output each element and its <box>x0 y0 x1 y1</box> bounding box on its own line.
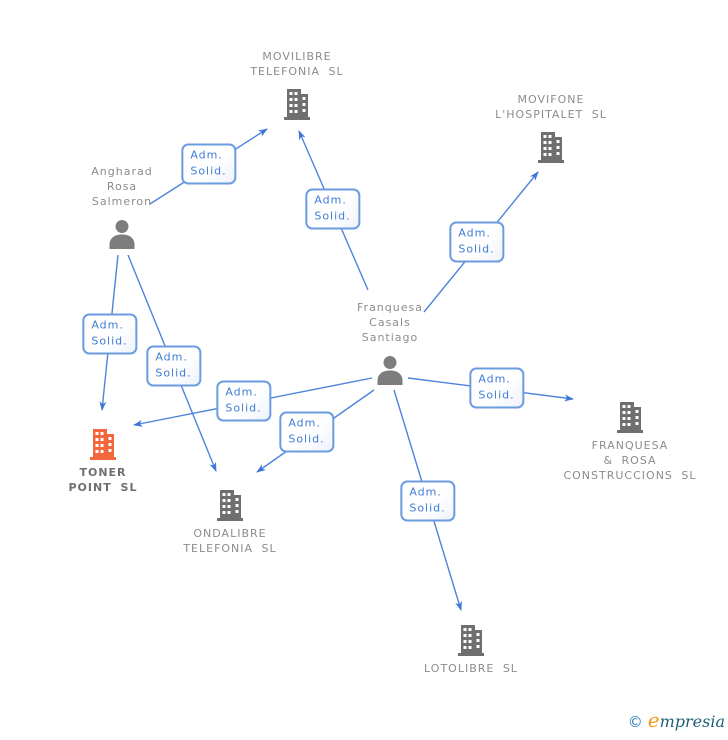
relation-label-line: Adm. <box>190 148 223 162</box>
node-label-line: MOVILIBRE <box>262 49 332 63</box>
relation-label-line: Solid. <box>409 501 446 515</box>
node-toner-point-sl[interactable] <box>89 428 117 460</box>
relation-label-franquesa-casals-santiago-to-movifone-lhospitalet-sl: Adm. Solid. <box>449 221 505 263</box>
building-icon <box>458 624 484 656</box>
node-label-line: Franquesa <box>357 301 423 314</box>
node-label-line: Rosa <box>106 180 138 193</box>
node-label-line: Salmeron <box>91 195 153 208</box>
relation-label-line: Solid. <box>225 401 262 415</box>
node-lotolibre-sl[interactable] <box>457 624 485 656</box>
relation-label-line: Adm. <box>314 193 347 207</box>
node-label-line: MOVIFONE <box>517 92 585 106</box>
relation-label-line: Solid. <box>314 209 351 223</box>
node-label-line: Angharad <box>91 165 153 178</box>
node-label-line: ONDALIBRE <box>193 526 267 540</box>
node-label-line: Santiago <box>361 331 419 344</box>
node-label-line: Casals <box>369 316 411 329</box>
relation-label-line: Adm. <box>409 485 442 499</box>
relation-label-line: Adm. <box>91 318 124 332</box>
node-label-line: FRANQUESA <box>591 438 669 452</box>
person-icon <box>377 356 403 385</box>
relation-label-line: Solid. <box>155 366 192 380</box>
node-label-line: CONSTRUCCIONS SL <box>563 468 697 482</box>
node-franquesa-rosa-construccions-sl[interactable] <box>616 401 644 433</box>
relation-label-line: Adm. <box>288 416 321 430</box>
node-franquesa-casals-santiago[interactable] <box>375 355 405 385</box>
relation-label-line: Solid. <box>190 164 227 178</box>
brand-name: empresia <box>647 708 725 732</box>
relation-label-angharad-rosa-salmeron-to-ondalibre-telefonia-sl: Adm. Solid. <box>146 345 202 387</box>
node-label-line: TELEFONIA SL <box>183 541 277 555</box>
relation-label-franquesa-casals-santiago-to-movilibre-telefonia-sl: Adm. Solid. <box>305 188 361 230</box>
relation-label-angharad-rosa-salmeron-to-movilibre-telefonia-sl: Adm. Solid. <box>181 143 237 185</box>
relation-label-line: Adm. <box>225 385 258 399</box>
node-movifone-lhospitalet-sl[interactable] <box>537 131 565 163</box>
node-label-line: POINT SL <box>68 480 138 494</box>
building-icon <box>90 428 116 460</box>
relation-label-line: Solid. <box>91 334 128 348</box>
relation-label-franquesa-casals-santiago-to-ondalibre-telefonia-sl: Adm. Solid. <box>279 411 335 453</box>
relation-label-franquesa-casals-santiago-to-lotolibre-sl: Adm. Solid. <box>400 480 456 522</box>
node-label-line: TELEFONIA SL <box>250 64 344 78</box>
node-movilibre-telefonia-sl[interactable] <box>283 88 311 120</box>
building-icon <box>617 401 643 433</box>
relation-label-franquesa-casals-santiago-to-franquesa-rosa-construccions-sl: Adm. Solid. <box>469 367 525 409</box>
node-angharad-rosa-salmeron[interactable] <box>107 219 137 249</box>
relation-label-line: Adm. <box>478 372 511 386</box>
node-label-line: L'HOSPITALET SL <box>495 107 607 121</box>
building-icon <box>538 131 564 163</box>
relation-label-angharad-rosa-salmeron-to-toner-point-sl: Adm. Solid. <box>82 313 138 355</box>
node-label-line: TONER <box>79 465 127 479</box>
building-icon <box>284 88 310 120</box>
node-label-line: & ROSA <box>603 453 657 467</box>
person-icon <box>109 220 135 249</box>
relation-label-line: Solid. <box>458 242 495 256</box>
relation-label-line: Adm. <box>155 350 188 364</box>
copyright-icon: © <box>627 713 643 731</box>
node-label-lotolibre-sl: LOTOLIBRE SL <box>376 661 566 676</box>
node-label-line: LOTOLIBRE SL <box>424 661 518 675</box>
building-icon <box>217 489 243 521</box>
relation-label-line: Solid. <box>478 388 515 402</box>
relation-label-line: Adm. <box>458 226 491 240</box>
empresia-logo[interactable]: © empresia <box>628 708 725 732</box>
relation-label-line: Solid. <box>288 432 325 446</box>
node-ondalibre-telefonia-sl[interactable] <box>216 489 244 521</box>
relation-label-franquesa-casals-santiago-to-toner-point-sl: Adm. Solid. <box>216 380 272 422</box>
